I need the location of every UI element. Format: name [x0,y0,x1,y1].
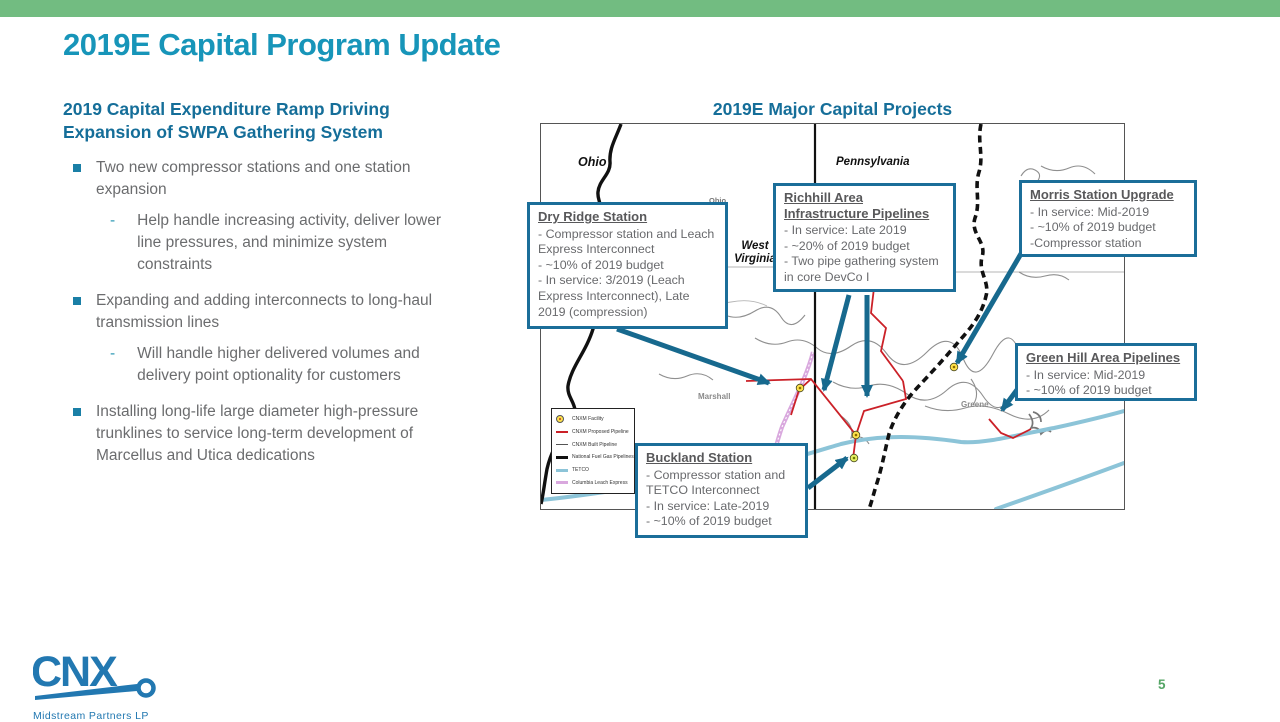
legend-label: CNXM Proposed Pipeline [572,428,629,435]
legend-item: CNXM Proposed Pipeline [556,427,630,437]
legend-label: CNXM Facility [572,416,604,422]
callout-line: - In service: Mid-2019 [1030,204,1150,219]
callout-line: - ~10% of 2019 budget [646,514,772,529]
legend-label: National Fuel Gas Pipelines [572,454,634,461]
arrow-buckland [806,456,849,490]
callout-line: - ~20% of 2019 budget [784,238,910,253]
callout-green-hill-area: Green Hill Area Pipelines - In service: … [1015,343,1197,401]
callout-line: - ~10% of 2019 budget [538,257,664,272]
top-accent-bar [0,0,1280,17]
callout-line: - Two pipe gathering system in core DevC… [784,254,939,285]
legend-item: CNXM Built Pipeline [556,440,630,450]
proposed-pipelines [745,287,1032,460]
page-number: 5 [1158,677,1166,692]
legend-item: CNXM Facility [556,414,630,424]
cnx-logo-icon: CNX [31,648,156,700]
callout-line: -Compressor station [1030,235,1142,250]
bullet-text: Two new compressor stations and one stat… [96,158,411,198]
bullet-text: Installing long-life large diameter high… [96,402,419,464]
facility-dots [795,362,959,463]
callout-line: - ~10% of 2019 budget [1026,383,1152,398]
arrow-dry-ridge [616,326,771,386]
bullet-square-icon [73,407,81,416]
bullet-square-icon [73,163,81,172]
pipeline-wedge-icon [35,684,137,700]
callout-line: - In service: 3/2019 (Leach Express Inte… [538,273,690,319]
callout-line: - In service: Mid-2019 [1026,367,1146,382]
facility-dot-icon [795,383,805,393]
county-label-greene: Greene [961,400,989,409]
callout-title: Buckland Station [646,450,753,465]
bullet-square-icon [73,296,81,305]
state-label-pennsylvania: Pennsylvania [836,156,910,168]
left-section-heading: 2019 Capital Expenditure Ramp Driving Ex… [63,99,390,142]
callout-title: Green Hill Area Pipelines [1026,350,1181,365]
legend-label: TETCO [572,467,589,474]
legend-swatch-built-pipeline [556,444,569,446]
legend-swatch-proposed-pipeline [556,430,569,433]
facility-dot-icon [949,362,959,372]
legend-swatch-facility [556,415,569,423]
facility-dot-icon [849,453,859,463]
state-label-ohio: Ohio [578,155,607,169]
county-label-ohio: Ohio [709,196,727,205]
bullet-item: Expanding and adding interconnects to lo… [73,290,483,334]
state-label-west-virginia: West Virginia [734,240,776,266]
sub-bullet-text: Will handle higher delivered volumes and… [137,344,420,384]
callout-title: Dry Ridge Station [538,209,648,224]
callout-buckland-station: Buckland Station - Compressor station an… [635,443,808,538]
pipe-ring-icon [136,678,156,698]
callout-line: - ~10% of 2019 budget [1030,220,1156,235]
county-label-marshall: Marshall [698,392,731,401]
facility-dot-icon [851,430,861,440]
callout-arrows [616,250,1028,490]
legend-item: National Fuel Gas Pipelines [556,452,634,462]
legend-label: CNXM Built Pipeline [572,441,618,448]
legend-item: Columbia Leach Express [556,478,630,488]
callout-morris-station: Morris Station Upgrade - In service: Mid… [1019,180,1197,257]
callout-line: - In service: Late-2019 [646,498,770,513]
left-panel: 2019 Capital Expenditure Ramp Driving Ex… [63,98,483,476]
legend-item: TETCO [556,465,630,475]
bullet-item: Two new compressor stations and one stat… [73,157,483,201]
arrow-morris [954,250,1025,365]
arrow-richhill-west [820,294,852,392]
sub-bullet-text: Help handle increasing activity, deliver… [137,211,442,273]
map-legend: CNXM Facility CNXM Proposed Pipeline CNX… [551,408,635,494]
sub-bullet-item: Will handle higher delivered volumes and… [110,343,483,387]
sub-bullet-item: Help handle increasing activity, deliver… [110,210,483,276]
legend-swatch-tetco [556,468,569,472]
callout-title: Richhill Area Infrastructure Pipelines [784,190,930,221]
bullet-text: Expanding and adding interconnects to lo… [96,291,433,331]
company-logo: CNX Midstream Partners LP [31,648,183,722]
legend-label: Columbia Leach Express [572,479,628,486]
callout-line: - In service: Late 2019 [784,223,907,238]
callout-richhill-area: Richhill Area Infrastructure Pipelines -… [773,183,956,292]
callout-title: Morris Station Upgrade [1030,187,1174,202]
logo-subtext: Midstream Partners LP [33,710,149,722]
map-section-heading: 2019E Major Capital Projects [712,99,953,119]
callout-line: - Compressor station and Leach Express I… [538,226,715,257]
legend-swatch-columbia [556,481,569,485]
page-title: 2019E Capital Program Update [63,27,501,62]
national-fuel-gas-pipeline [867,124,989,509]
callout-line: - Compressor station and TETCO Interconn… [646,467,786,498]
legend-swatch-national-fuel [556,455,569,459]
callout-dry-ridge-station: Dry Ridge Station - Compressor station a… [527,202,728,329]
bullet-item: Installing long-life large diameter high… [73,401,483,467]
